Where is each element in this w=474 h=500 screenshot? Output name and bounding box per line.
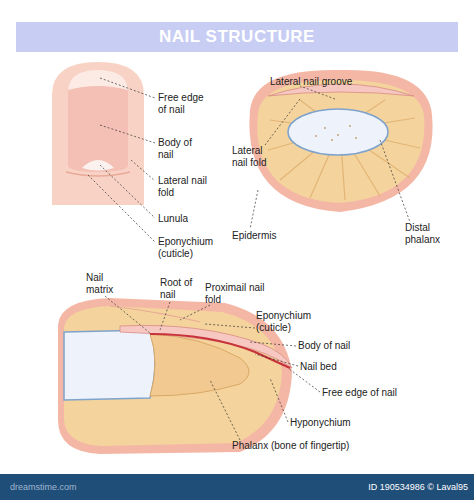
- watermark: ID 190534986 © Laval95: [300, 481, 468, 493]
- part-label: Nail matrix: [86, 272, 128, 296]
- watermark: dreamstime.com: [10, 481, 130, 493]
- part-label: Nail bed: [300, 361, 380, 373]
- leader-lines: [250, 86, 410, 229]
- part-label: Lateral nail fold: [158, 175, 208, 199]
- finger-cross-section: [249, 70, 432, 212]
- part-label: Epidermis: [232, 230, 292, 242]
- part-label: Free edge of nail: [322, 387, 422, 399]
- footer-bar: [0, 474, 474, 500]
- part-label: Distal phalanx: [405, 222, 453, 246]
- part-label: Eponychium (cuticle): [158, 236, 228, 260]
- part-label: Free edge of nail: [158, 92, 213, 116]
- part-label: Root of nail: [160, 277, 202, 301]
- part-label: Lunula: [158, 213, 218, 225]
- part-label: Eponychium (cuticle): [256, 310, 326, 334]
- part-label: Hyponychium: [290, 417, 380, 429]
- title: NAIL STRUCTURE: [16, 22, 458, 52]
- part-label: Phalanx (bone of fingertip): [232, 440, 352, 452]
- part-label: Body of nail: [298, 340, 388, 352]
- part-label: Lateral nail fold: [232, 145, 277, 169]
- finger-top-view: [52, 62, 144, 205]
- title-band: [16, 22, 458, 52]
- part-label: Proximail nail fold: [205, 282, 265, 306]
- leader-lines: [88, 78, 155, 242]
- part-label: Lateral nail groove: [270, 76, 390, 88]
- finger-side-section: [58, 298, 292, 454]
- part-label: Body of nail: [158, 137, 203, 161]
